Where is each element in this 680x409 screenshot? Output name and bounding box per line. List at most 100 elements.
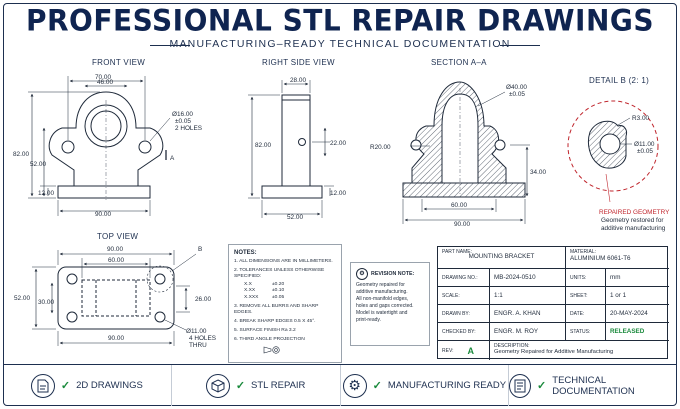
revision-line: Geometry repaired for	[356, 282, 405, 288]
sheet-value: 1 or 1	[610, 292, 627, 299]
top-hole-thru: THRU	[189, 342, 207, 349]
note-5: 5. SURFACE FINISH Ra 3.2	[234, 327, 296, 333]
front-dim-70: 70.00	[95, 74, 111, 81]
checkmark-icon: ✓	[372, 380, 382, 392]
top-dim-26: 26.00	[195, 296, 211, 303]
note-6: 6. THIRD ANGLE PROJECTION	[234, 337, 305, 343]
front-cut-label: A	[170, 155, 175, 162]
drawn-by-label: DRAWN BY:	[442, 311, 470, 317]
top-dim-90-bottom: 90.00	[108, 335, 124, 342]
units-label: UNITS:	[570, 275, 587, 281]
gear-icon: ⚙	[356, 268, 368, 280]
subtitle-rule-left	[150, 45, 190, 46]
top-dim-60: 60.00	[108, 257, 124, 264]
revision-heading: REVISION NOTE:	[371, 270, 415, 277]
checked-by-value: ENGR. M. ROY	[494, 328, 539, 335]
right-dim-12: 12.00	[330, 190, 346, 197]
top-view-dimensions: 90.00 60.00 52.00 30.00 26.00 90.00 Ø11.…	[14, 246, 216, 349]
scale-value: 1:1	[494, 292, 503, 299]
right-dim-28: 28.00	[290, 77, 306, 84]
material-value: ALUMINIUM 6061-T6	[570, 255, 631, 262]
subtitle-rule-right	[500, 45, 540, 46]
front-hole-count: 2 HOLES	[175, 125, 202, 132]
scale-label: SCALE:	[442, 293, 460, 299]
detail-dim-11-tol: ±0.05	[637, 148, 653, 155]
section-dim-r20: R20.00	[370, 144, 391, 151]
gear-icon: ⚙	[342, 373, 367, 398]
detail-view-dimensions: R3.00 Ø11.00 ±0.05 REPAIRED GEOMETRY Geo…	[599, 115, 670, 232]
repaired-geometry-title: REPAIRED GEOMETRY	[599, 209, 670, 216]
cube-icon	[205, 373, 230, 398]
revision-line: All non-manifold edges,	[356, 296, 409, 302]
revision-line: holes and gaps corrected.	[356, 303, 414, 309]
feature-bar: ✓ 2D DRAWINGS ✓ STL REPAIR ⚙ ✓ MANUFACTU…	[3, 364, 677, 406]
right-view-label: RIGHT SIDE VIEW	[262, 58, 335, 67]
section-view-drawing	[402, 81, 530, 224]
top-dim-52: 52.00	[14, 295, 30, 302]
document-icon	[509, 373, 532, 398]
top-hole-count: 4 HOLES	[189, 335, 216, 342]
revision-line: Model is watertight and	[356, 310, 408, 316]
part-name-value: MOUNTING BRACKET	[468, 253, 535, 260]
section-view-label: SECTION A–A	[431, 58, 487, 67]
detail-dim-11: Ø11.00	[634, 141, 655, 148]
detail-view-drawing	[567, 100, 659, 203]
front-hole-dia: Ø16.00	[172, 111, 193, 118]
feature-manufacturing-ready: ⚙ ✓ MANUFACTURING READY	[341, 365, 510, 406]
right-dim-82: 82.00	[255, 142, 271, 149]
right-view-drawing	[248, 80, 334, 218]
part-name-cell: PART NAME: MOUNTING BRACKET	[438, 247, 566, 269]
revision-note-panel: ⚙ REVISION NOTE: Geometry repaired for a…	[350, 262, 430, 346]
right-dim-52: 52.00	[287, 214, 303, 221]
rev-label: REV:	[442, 347, 454, 354]
units-value: mm	[610, 274, 621, 281]
tolerance-row: X.XX±0.10	[244, 288, 285, 294]
material-cell: MATERIAL: ALUMINIUM 6061-T6	[566, 247, 669, 269]
date-value: 20-MAY-2024	[610, 310, 648, 317]
front-dim-52: 52.00	[30, 161, 46, 168]
section-dim-90: 90.00	[454, 221, 470, 228]
feature-stl-repair: ✓ STL REPAIR	[172, 365, 341, 406]
section-dim-60: 60.00	[451, 202, 467, 209]
tolerance-row: X.XXX±0.05	[244, 294, 285, 300]
section-view-dimensions: Ø40.00 ±0.05 R20.00 34.00 60.00 90.00	[370, 84, 546, 228]
checkmark-icon: ✓	[60, 380, 71, 392]
checkmark-icon: ✓	[235, 380, 246, 392]
top-detail-callout: B	[198, 246, 202, 253]
projection-symbol-icon	[263, 346, 280, 354]
top-dim-90: 90.00	[107, 246, 123, 253]
right-dim-22: 22.00	[330, 140, 346, 147]
top-dim-30: 30.00	[38, 299, 54, 306]
notes-panel: NOTES: 1. ALL DIMENSIONS ARE IN MILLIMET…	[228, 244, 342, 363]
front-view-dimensions: 70.00 46.00 82.00 52.00 12.00 90.00 Ø16.…	[13, 74, 202, 218]
front-dim-46: 46.00	[97, 79, 113, 86]
top-view-drawing	[32, 250, 197, 346]
front-dim-82: 82.00	[13, 151, 29, 158]
checkmark-icon: ✓	[537, 380, 547, 392]
file-icon	[30, 373, 55, 398]
note-4: 4. BREAK SHARP EDGES 0.5 X 45°.	[234, 318, 316, 324]
front-view-label: FRONT VIEW	[92, 58, 146, 67]
drawing-no-value: MB-2024-0510	[494, 274, 536, 281]
detail-dim-r3: R3.00	[632, 115, 649, 122]
sheet-label: SHEET:	[570, 293, 588, 299]
description-label: DESCRIPTION:	[494, 343, 530, 349]
top-hole-dia: Ø11.00	[186, 328, 207, 335]
note-1: 1. ALL DIMENSIONS ARE IN MILLIMETERS.	[234, 259, 333, 265]
drawn-by-value: ENGR. A. KHAN	[494, 310, 541, 317]
front-dim-12: 12.00	[38, 190, 54, 197]
front-hole-tol: ±0.05	[175, 118, 191, 125]
status-label: STATUS:	[570, 329, 591, 335]
note-3: 3. REMOVE ALL BURRS AND SHARP EDGES.	[234, 303, 319, 315]
top-view-label: TOP VIEW	[97, 232, 139, 241]
drawing-no-label: DRAWING NO.:	[442, 275, 478, 281]
revision-line: print-ready.	[356, 317, 381, 323]
right-view-dimensions: 28.00 82.00 22.00 12.00 52.00	[255, 77, 346, 221]
front-dim-90: 90.00	[95, 211, 111, 218]
status-badge: RELEASED	[610, 328, 645, 335]
section-dim-34: 34.00	[530, 169, 546, 176]
front-view-drawing	[28, 76, 171, 216]
description-value: Geometry Repaired for Additive Manufactu…	[494, 349, 614, 355]
section-dim-40-tol: ±0.05	[509, 91, 525, 98]
